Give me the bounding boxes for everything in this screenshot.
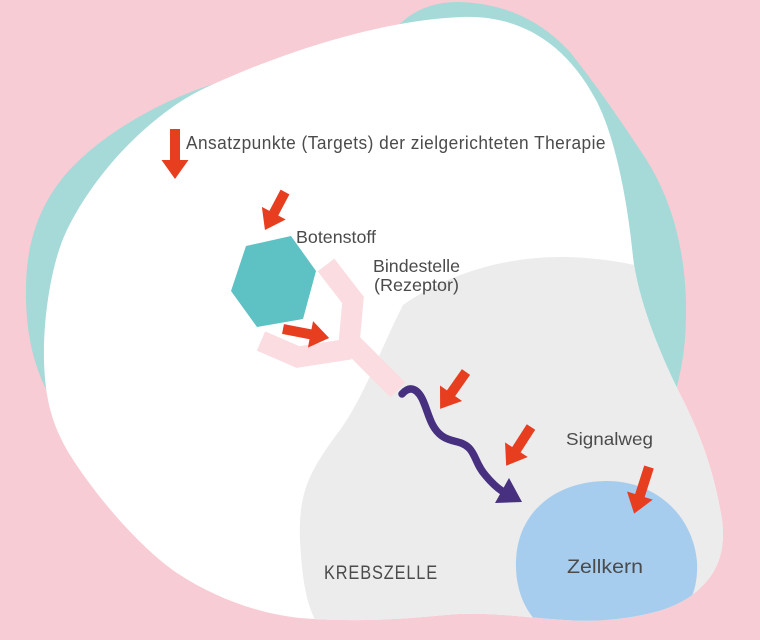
cancer-cell-label: KREBSZELLE bbox=[324, 563, 438, 584]
signal-wave bbox=[398, 385, 506, 495]
signal-wave-arrowhead-icon bbox=[495, 478, 522, 503]
diagram-title: Ansatzpunkte (Targets) der zielgerichtet… bbox=[186, 132, 606, 153]
messenger-hexagon bbox=[231, 236, 316, 327]
receptor-label-line1: Bindestelle bbox=[373, 256, 460, 276]
red-arrow-shape bbox=[261, 189, 290, 231]
messenger-label: Botenstoff bbox=[296, 227, 376, 247]
red-arrow-shape bbox=[505, 424, 536, 466]
red-arrow-shape bbox=[161, 129, 189, 179]
red-arrow-shape bbox=[627, 465, 654, 514]
red-arrow-signal-upper-icon bbox=[440, 369, 471, 409]
red-arrow-shape bbox=[440, 369, 471, 409]
receptor-label-line2: (Rezeptor) bbox=[374, 275, 459, 295]
red-arrow-signal-lower-icon bbox=[505, 424, 536, 466]
red-arrow-messenger-icon bbox=[261, 189, 290, 231]
red-arrow-shape bbox=[282, 321, 330, 348]
nucleus-blob bbox=[515, 480, 698, 621]
signal-path-label: Signalweg bbox=[566, 429, 653, 449]
receptor-arm-upper bbox=[317, 258, 364, 345]
receptor-arm-lower bbox=[256, 331, 352, 368]
receptor-y-shape bbox=[256, 258, 406, 398]
nucleus-label: Zellkern bbox=[567, 557, 643, 578]
receptor-stem bbox=[341, 333, 406, 398]
red-arrow-receptor-icon bbox=[282, 321, 330, 348]
red-arrow-nucleus-icon bbox=[627, 465, 654, 514]
red-arrow-title-icon bbox=[161, 129, 189, 179]
